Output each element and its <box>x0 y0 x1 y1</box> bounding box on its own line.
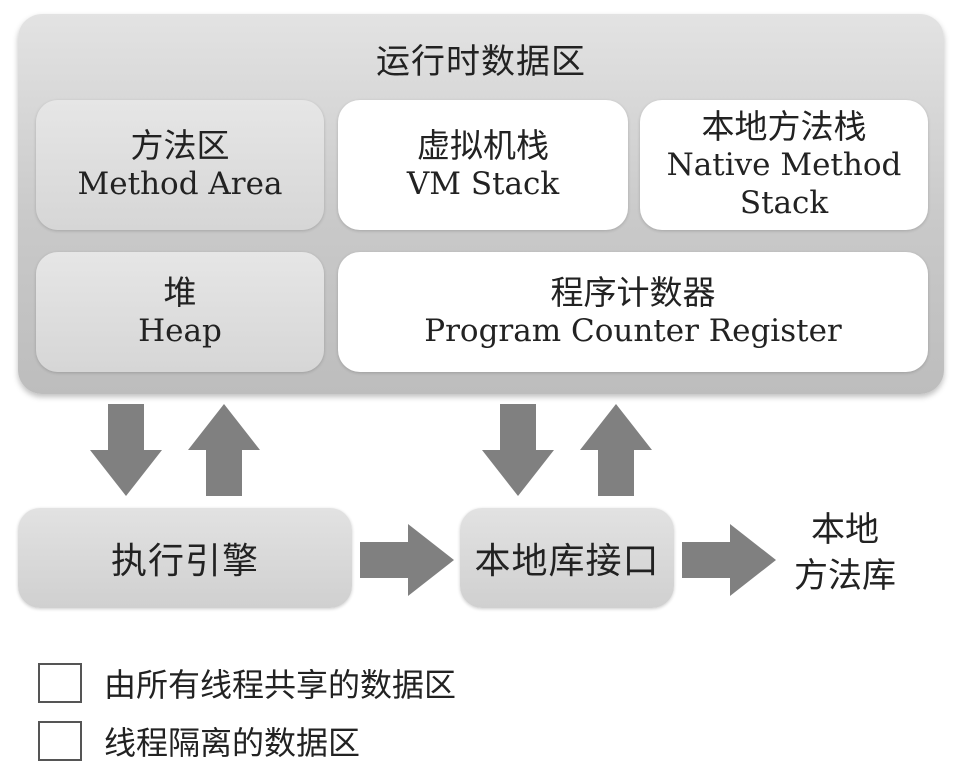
pc-register-en-label: Program Counter Register <box>424 313 842 350</box>
vm-stack-en-label: VM Stack <box>406 166 560 203</box>
method-area-box: 方法区 Method Area <box>36 100 324 230</box>
heap-en-label: Heap <box>138 313 222 350</box>
heap-box: 堆 Heap <box>36 252 324 372</box>
legend-isolated-row: 线程隔离的数据区 <box>38 718 360 764</box>
native-interface-box: 本地库接口 <box>460 508 674 608</box>
method-area-cn-label: 方法区 <box>130 125 230 165</box>
pc-register-box: 程序计数器 Program Counter Register <box>338 252 928 372</box>
native-method-stack-cn-label: 本地方法栈 <box>701 107 867 147</box>
legend-shared-label: 由所有线程共享的数据区 <box>104 666 457 704</box>
runtime-data-area-title: 运行时数据区 <box>376 42 586 82</box>
method-area-en-label: Method Area <box>77 166 283 203</box>
up-arrow-icon <box>580 404 652 496</box>
execution-engine-label: 执行引擎 <box>110 541 259 582</box>
native-interface-label: 本地库接口 <box>474 541 660 582</box>
heap-cn-label: 堆 <box>163 272 197 312</box>
pc-register-cn-label: 程序计数器 <box>550 272 716 312</box>
native-library-line-1: 本地 <box>811 510 879 550</box>
legend-isolated-swatch <box>38 721 82 761</box>
right-arrow-icon <box>682 524 776 596</box>
native-method-library: 本地 方法库 <box>780 508 910 600</box>
vm-stack-box: 虚拟机栈 VM Stack <box>338 100 628 230</box>
native-library-line-2: 方法库 <box>794 555 896 596</box>
right-arrow-icon <box>360 524 454 596</box>
execution-engine-box: 执行引擎 <box>18 508 352 608</box>
native-method-stack-en-label-2: Stack <box>739 185 829 222</box>
legend-isolated-label: 线程隔离的数据区 <box>104 724 361 762</box>
native-method-stack-en-label-1: Native Method <box>666 147 902 184</box>
legend-shared-row: 由所有线程共享的数据区 <box>38 660 456 706</box>
native-method-stack-box: 本地方法栈 Native Method Stack <box>640 100 928 230</box>
legend-shared-swatch <box>38 663 82 703</box>
up-arrow-icon <box>188 404 260 496</box>
vm-stack-cn-label: 虚拟机栈 <box>417 125 549 165</box>
runtime-data-area: 运行时数据区 方法区 Method Area 虚拟机栈 VM Stack 本地方… <box>18 14 944 394</box>
down-arrow-icon <box>90 404 162 496</box>
down-arrow-icon <box>482 404 554 496</box>
